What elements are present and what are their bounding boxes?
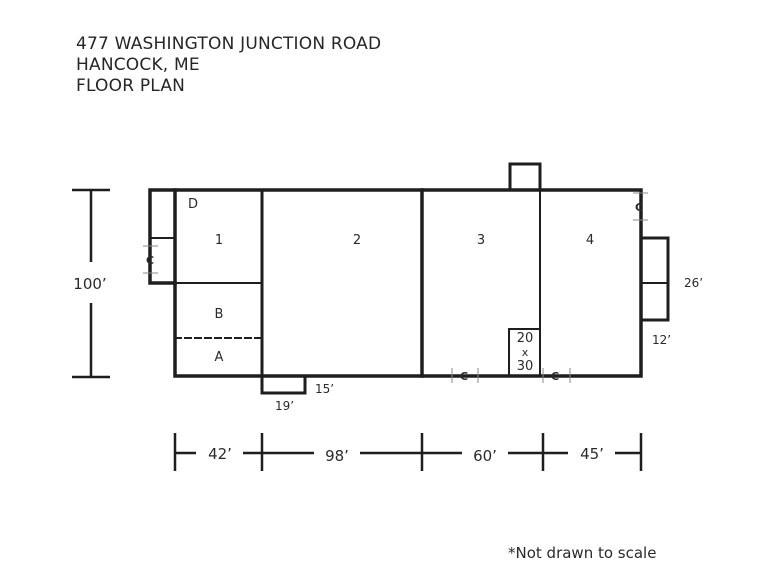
annex-20x30-box [508, 328, 541, 377]
room-label-1: 1 [215, 233, 223, 248]
room-label-a: A [215, 350, 224, 365]
door-marker-left: C [146, 254, 154, 267]
door-marker-bottom-3: C [460, 370, 468, 383]
bottom-bump [260, 374, 307, 395]
annex-size-line2: x [522, 346, 529, 359]
dimension-seg4: 45’ [580, 445, 604, 463]
dimension-seg3: 60’ [473, 447, 497, 465]
room-label-d: D [188, 197, 198, 212]
left-annex-wall [148, 188, 177, 285]
address-line: 477 WASHINGTON JUNCTION ROAD [76, 34, 382, 54]
room-label-b: B [215, 307, 224, 322]
door-marker-right: C [635, 201, 643, 214]
title-block: 477 WASHINGTON JUNCTION ROAD HANCOCK, ME… [76, 34, 381, 97]
right-bump [639, 236, 670, 322]
annex-size-line1: 20 [517, 331, 534, 346]
dimension-bottom-bump-depth: 15’ [315, 382, 334, 396]
annex-size-line3: 30 [517, 359, 534, 374]
dimension-height: 100’ [73, 275, 106, 293]
door-marker-bottom-4: C [551, 370, 559, 383]
dimension-seg1: 42’ [208, 445, 232, 463]
room-label-2: 2 [353, 233, 361, 248]
plan-subtitle: FLOOR PLAN [76, 76, 186, 96]
top-bump [508, 162, 542, 192]
dimension-right-offset: 12’ [652, 333, 671, 347]
room-label-4: 4 [586, 233, 594, 248]
room-label-3: 3 [477, 233, 485, 248]
dimension-right-bump: 26’ [684, 276, 703, 290]
dimension-seg2: 98’ [325, 447, 349, 465]
footnote: *Not drawn to scale [508, 544, 657, 562]
city-line: HANCOCK, ME [76, 55, 200, 75]
dimension-bottom-bump-width: 19’ [275, 399, 294, 413]
